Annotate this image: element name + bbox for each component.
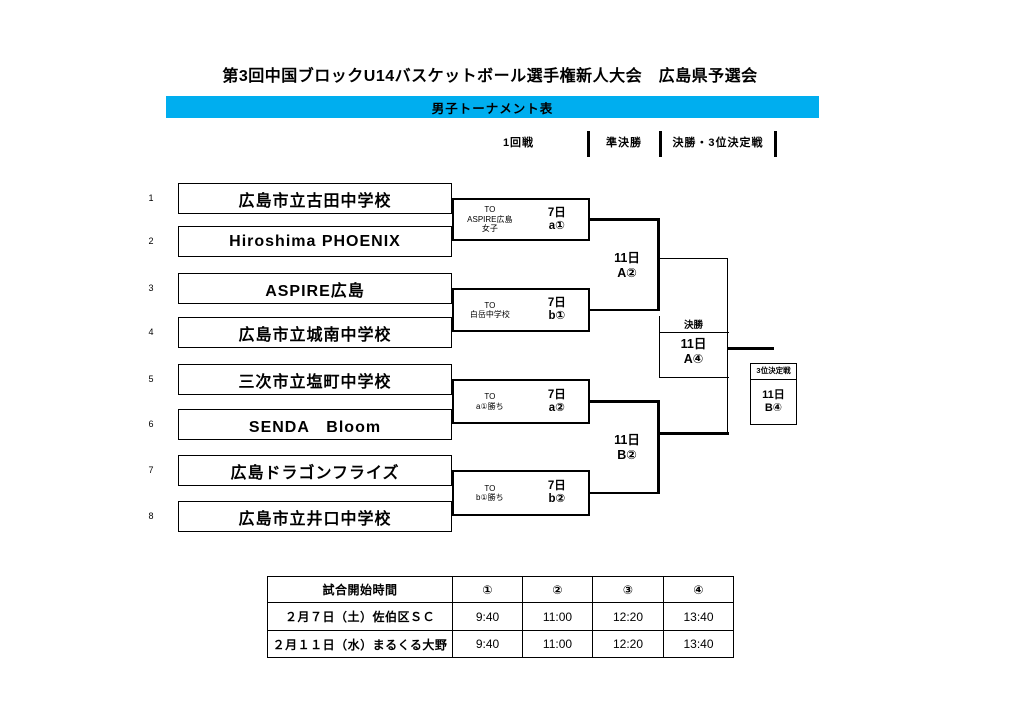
round-header-semifinal: 準決勝 <box>606 137 642 149</box>
third-place-title: 3位決定戦 <box>751 364 796 380</box>
team-box-dragonflies: 広島ドラゴンフライズ <box>178 455 452 486</box>
bracket-line-semifinal-b-connector <box>657 400 660 494</box>
bracket-line-m2-winner <box>588 308 660 312</box>
schedule-header-game2: ② <box>522 576 593 603</box>
schedule-day2-time2: 11:00 <box>522 630 593 658</box>
team-box-phoenix: Hiroshima PHOENIX <box>178 226 452 257</box>
bracket-line-m1-winner <box>588 218 660 221</box>
team-box-furuta: 広島市立古田中学校 <box>178 183 452 214</box>
bracket-line-m3-winner <box>588 400 660 403</box>
bracket-line-semifinal-b-winner <box>659 432 729 435</box>
schedule-day2-time3: 12:20 <box>592 630 664 658</box>
seed-number: 3 <box>148 283 154 293</box>
schedule-day1-time1: 9:40 <box>452 602 523 631</box>
schedule-table: 試合開始時間 ① ② ③ ④ ２月７日（土）佐伯区ＳＣ 9:40 11:00 1… <box>267 576 734 658</box>
schedule-day2-time1: 9:40 <box>452 630 523 658</box>
final-box-bottom-line <box>658 376 729 378</box>
bracket-line-semifinal-a-winner <box>659 257 728 259</box>
round-divider-bar <box>587 131 590 157</box>
seed-number: 1 <box>148 193 154 203</box>
schedule-day2-time4: 13:40 <box>663 630 734 658</box>
bracket-line-champion <box>727 347 774 350</box>
team-box-inokuchi: 広島市立井口中学校 <box>178 501 452 532</box>
banner-mens-tournament: 男子トーナメント表 <box>166 96 819 118</box>
final-box-left-line <box>658 316 660 378</box>
schedule-header-game1: ① <box>452 576 523 603</box>
bracket-line-final-connector <box>727 258 729 435</box>
schedule-header-game3: ③ <box>592 576 664 603</box>
seed-number: 2 <box>148 236 154 246</box>
round-divider-bar <box>659 131 662 157</box>
team-box-shiomachi: 三次市立塩町中学校 <box>178 364 452 395</box>
page-title: 第3回中国ブロックU14バスケットボール選手権新人大会 広島県予選会 <box>222 68 758 85</box>
team-box-senda-bloom: SENDA Bloom <box>178 409 452 440</box>
schedule-day1-time2: 11:00 <box>522 602 593 631</box>
schedule-row-day2: ２月１１日（水）まるくる大野 9:40 11:00 12:20 13:40 <box>267 630 734 658</box>
bracket-line-m4-winner <box>588 491 660 495</box>
seed-number: 4 <box>148 327 154 337</box>
schedule-day2-venue: ２月１１日（水）まるくる大野 <box>267 630 453 658</box>
round-header-first-round: 1回戦 <box>502 137 535 149</box>
round-header-final: 決勝・3位決定戦 <box>672 137 764 149</box>
schedule-day1-venue: ２月７日（土）佐伯区ＳＣ <box>267 602 453 631</box>
final-title: 決勝 <box>683 320 703 331</box>
team-box-jonan: 広島市立城南中学校 <box>178 317 452 348</box>
final-box-top-line <box>658 331 729 333</box>
bracket-line-semifinal-a-connector <box>657 218 660 311</box>
seed-number: 8 <box>148 511 154 521</box>
schedule-header-title: 試合開始時間 <box>267 576 453 603</box>
seed-number: 6 <box>148 419 154 429</box>
schedule-header-row: 試合開始時間 ① ② ③ ④ <box>267 576 734 603</box>
schedule-day1-time4: 13:40 <box>663 602 734 631</box>
schedule-row-day1: ２月７日（土）佐伯区ＳＣ 9:40 11:00 12:20 13:40 <box>267 602 734 631</box>
schedule-day1-time3: 12:20 <box>592 602 664 631</box>
schedule-header-game4: ④ <box>663 576 734 603</box>
seed-number: 5 <box>148 374 154 384</box>
team-box-aspire: ASPIRE広島 <box>178 273 452 304</box>
seed-number: 7 <box>148 465 154 475</box>
round-divider-bar <box>774 131 777 157</box>
